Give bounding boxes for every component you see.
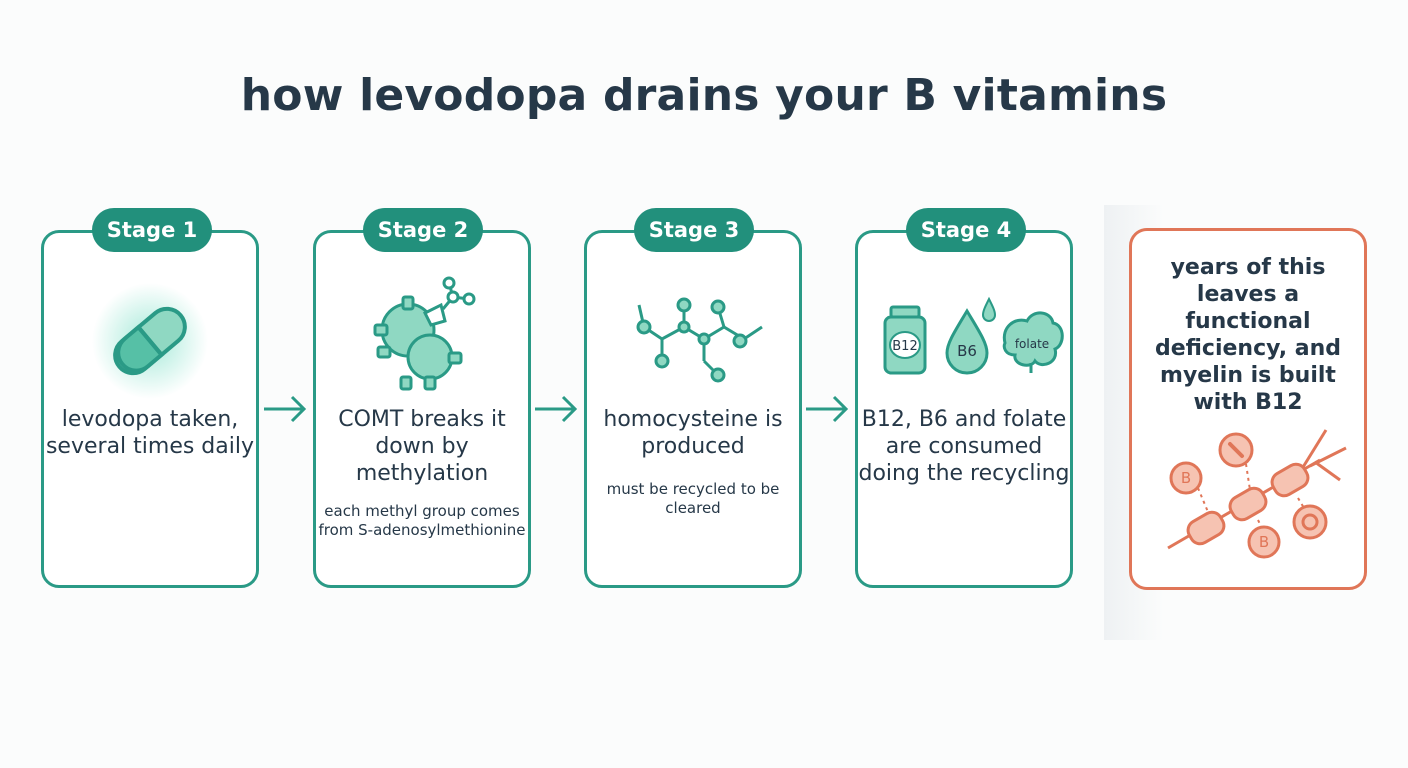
b12-label: B12 [892,339,917,354]
b6-label: B6 [957,342,977,360]
outcome-card [1129,228,1367,590]
outcome-text: years of this leaves a functional defici… [1154,255,1342,415]
stage-1-badge: Stage 1 [92,208,212,252]
folate-label: folate [1015,337,1049,351]
stage-2-text: COMT breaks it down by methylation [338,407,506,486]
stage-3-subtext: must be recycled to be cleared [606,480,780,517]
stage-4-badge: Stage 4 [906,208,1026,252]
page-title: how levodopa drains your B vitamins [240,70,1168,121]
stage-2-subtext: each methyl group comes from S-adenosylm… [318,502,526,539]
drop-icon [945,308,989,375]
arrow-right-icon [264,395,307,423]
arrow-right-icon [535,395,578,423]
vitamins-icon: B12 B6 folate [883,296,1064,375]
b-label: B [1259,533,1269,551]
stage-3-badge: Stage 3 [634,208,754,252]
myelin-nerve-icon: B B [1167,429,1347,559]
arrow-right-icon [806,395,849,423]
molecule-icon [636,297,763,383]
b-label: B [1181,469,1191,487]
capsule-icon [92,283,208,399]
gear-puzzle-icon [373,276,476,391]
stage-3-text: homocysteine is produced [603,407,783,459]
stage-2-badge: Stage 2 [363,208,483,252]
stage-1-text: levodopa taken, several times daily [45,407,255,459]
stage-4-text: B12, B6 and folate are consumed doing th… [858,407,1070,486]
stage-4-card [855,230,1073,588]
folate-leaf-icon [1002,311,1064,367]
